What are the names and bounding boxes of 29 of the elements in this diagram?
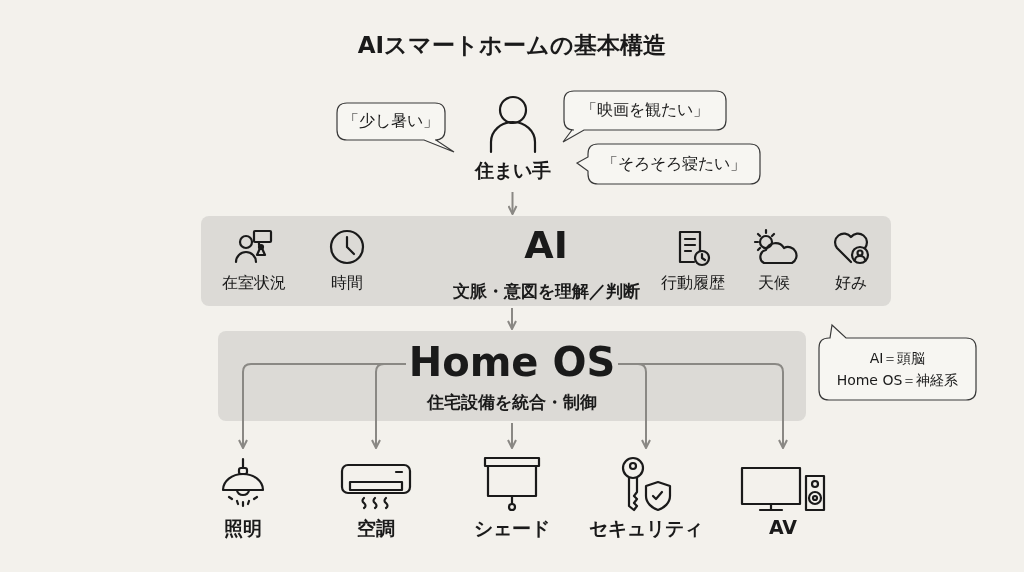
- label: シェード: [473, 516, 551, 541]
- label: 在室状況: [221, 273, 287, 294]
- label: AV: [767, 516, 799, 538]
- arrow: [507, 307, 517, 330]
- label: 時間: [330, 273, 364, 294]
- arrow: [507, 191, 518, 215]
- speech-bubble: [560, 90, 730, 145]
- subtitle: 住宅設備を統合・制御: [427, 391, 597, 414]
- bubble-text: Home OS＝神経系: [836, 371, 959, 390]
- label: 天候: [757, 273, 791, 294]
- speech-bubble: [576, 143, 762, 186]
- bubble-text: 「少し暑い」: [343, 111, 439, 132]
- label: 空調: [356, 516, 396, 541]
- bubble-text: AI＝頭脳: [869, 349, 926, 368]
- subtitle: 文脈・意図を理解／判断: [452, 280, 640, 303]
- label: 照明: [223, 516, 263, 541]
- arrow: [507, 422, 517, 449]
- note-bubble: [818, 324, 978, 402]
- label: 行動履歴: [660, 273, 726, 294]
- heading: AI: [523, 222, 569, 268]
- label: 住まい手: [473, 158, 552, 183]
- title: AIスマートホームの基本構造: [356, 31, 668, 60]
- panel: [201, 216, 891, 306]
- bubble-text: 「そろそろ寝たい」: [602, 153, 746, 175]
- label: セキュリティ: [588, 516, 704, 541]
- bubble-text: 「映画を観たい」: [581, 100, 709, 121]
- panel: [218, 331, 806, 421]
- label: 好み: [834, 273, 868, 294]
- heading: Home OS: [407, 339, 617, 385]
